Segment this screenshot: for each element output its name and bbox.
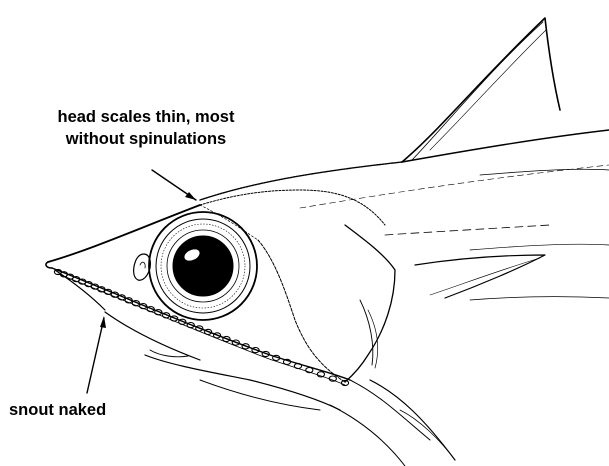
body-outline xyxy=(200,130,609,300)
operculum xyxy=(200,205,395,382)
head-scales-label-line2: without spinulations xyxy=(30,128,262,150)
snout-label-text: snout naked xyxy=(9,399,106,421)
lower-jaw xyxy=(105,312,430,466)
head-scales-label-line1: head scales thin, most xyxy=(30,106,262,128)
snout-label: snout naked xyxy=(9,399,106,421)
nostril xyxy=(134,254,151,280)
pectoral-fin xyxy=(415,255,545,298)
pelvic-fin xyxy=(370,380,455,460)
head-scales-label: head scales thin, most without spinulati… xyxy=(30,106,262,150)
snout-pointer xyxy=(87,318,104,393)
eye xyxy=(149,212,257,320)
